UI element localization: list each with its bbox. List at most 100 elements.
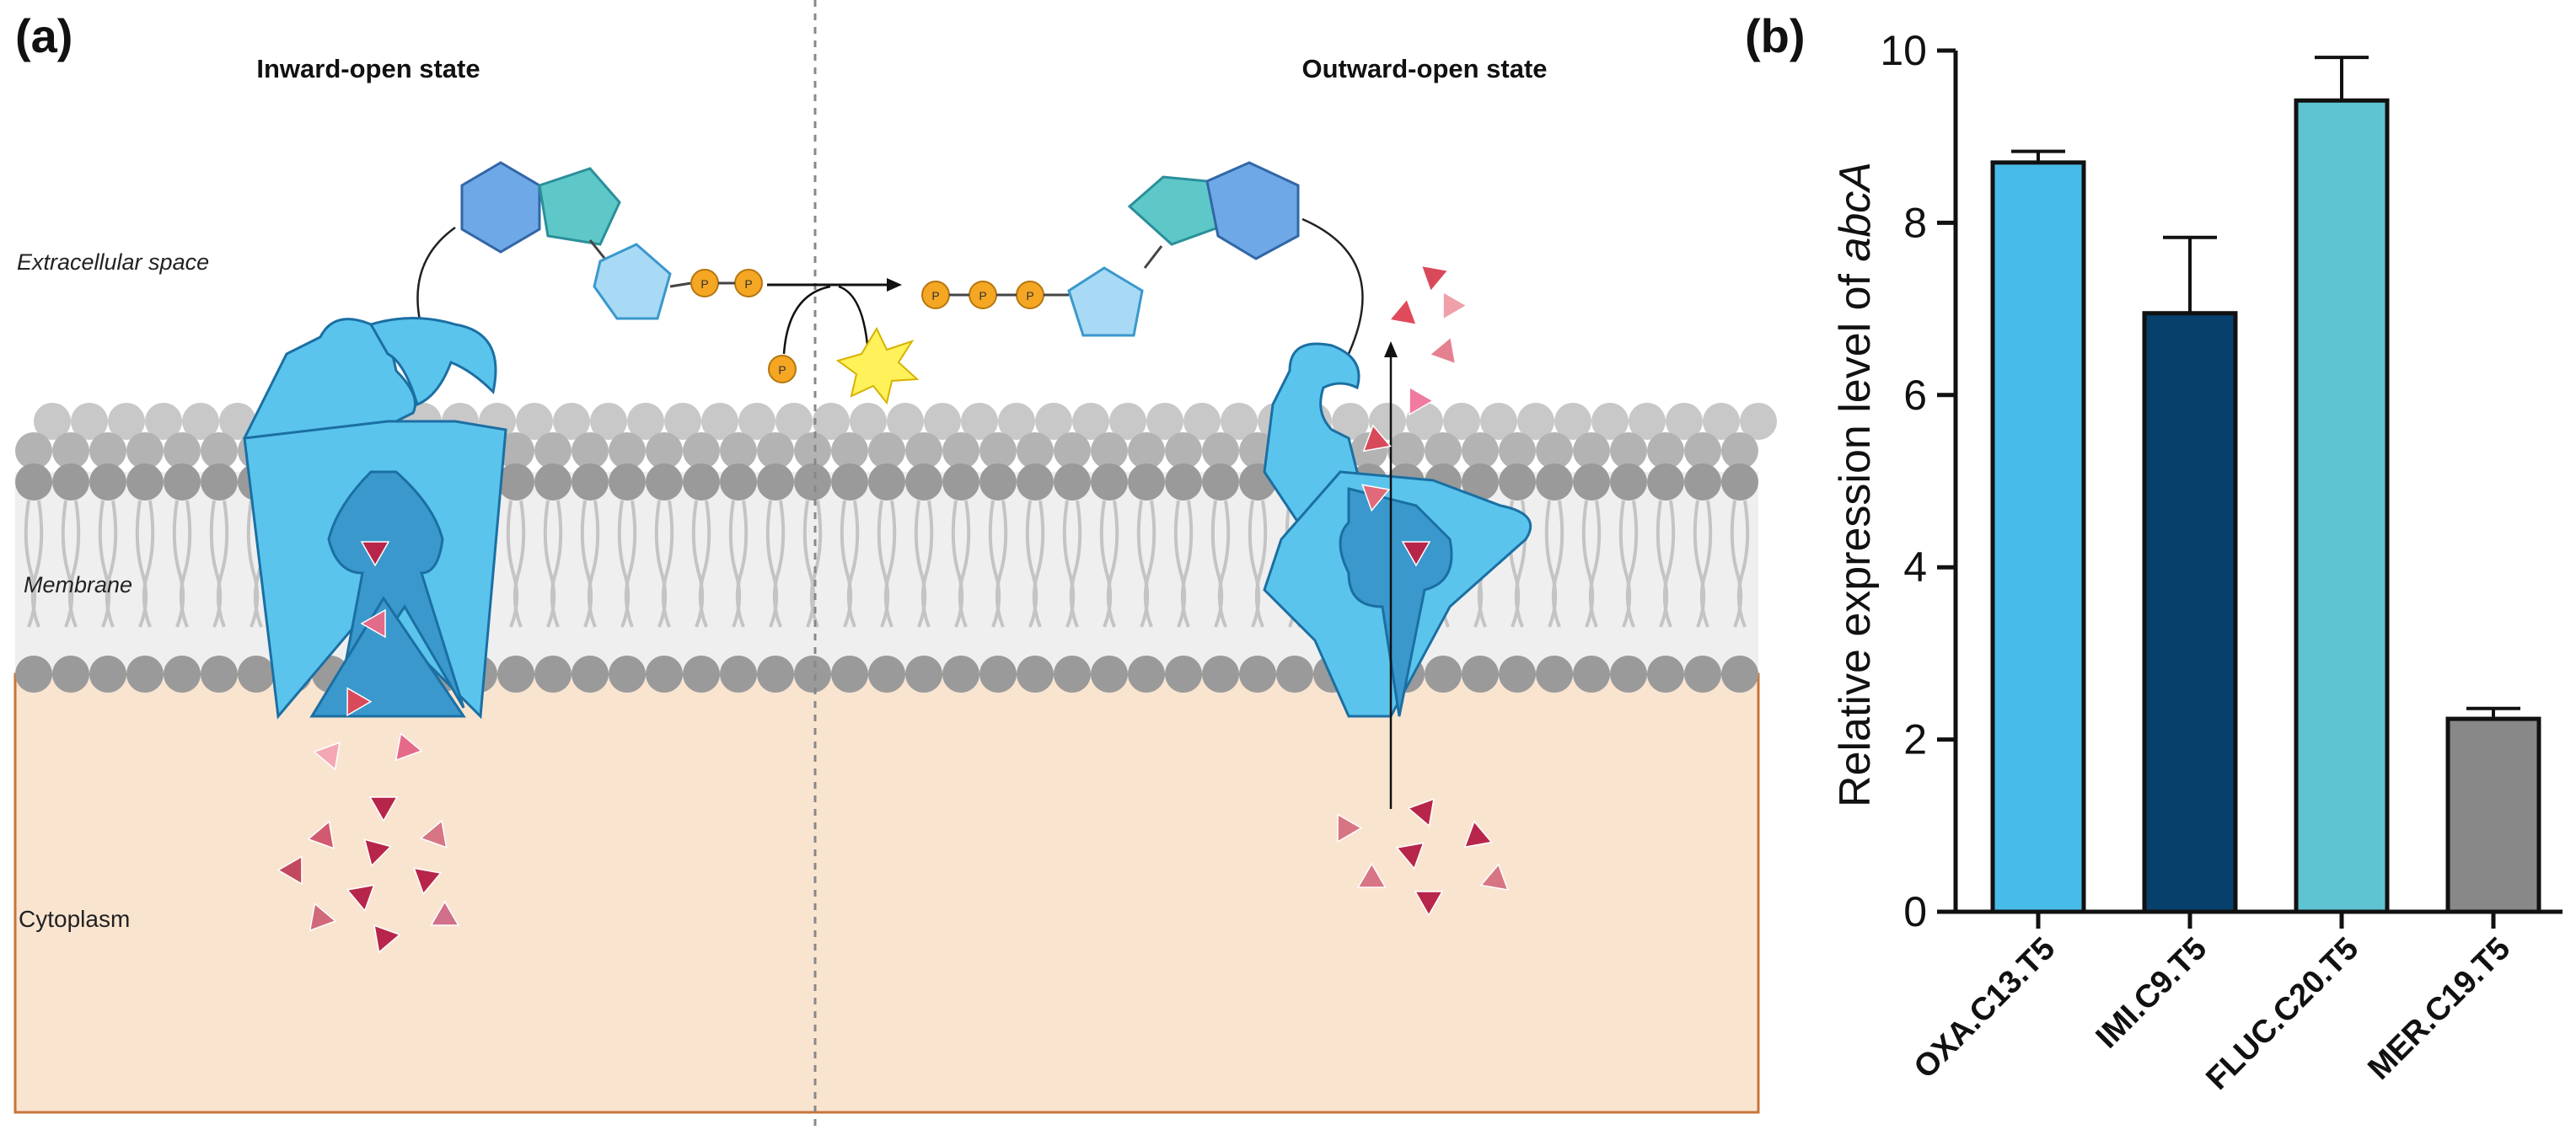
drug-triangle xyxy=(1407,798,1435,827)
drug-triangle xyxy=(413,867,443,896)
lipid-head xyxy=(813,403,850,440)
drug-triangle xyxy=(368,796,399,822)
lipid-head xyxy=(1165,656,1202,693)
lipid-head xyxy=(1035,403,1072,440)
lipid-head xyxy=(720,432,757,469)
lipid-head xyxy=(1054,432,1091,469)
lipid-tail xyxy=(995,500,1008,628)
binding-arrow xyxy=(1301,217,1364,372)
lipid-head xyxy=(924,403,961,440)
lipid-head xyxy=(942,463,979,501)
lipid-head xyxy=(683,432,720,469)
lipid-head xyxy=(1091,656,1128,693)
lipid-head xyxy=(497,432,534,469)
lipid-head xyxy=(516,403,553,440)
y-tick-label: 6 xyxy=(1903,372,1927,419)
lipid-tail xyxy=(1551,500,1564,628)
lipid-head xyxy=(794,463,831,501)
lipid-head xyxy=(1499,432,1536,469)
lipid-head xyxy=(1425,656,1462,693)
lipid-head xyxy=(868,656,905,693)
lipid-head xyxy=(126,432,164,469)
bar-fluc-c20-t5 xyxy=(2294,98,2390,914)
hydrolysis-arrow: P xyxy=(767,278,920,405)
lipid-head xyxy=(1462,463,1499,501)
lipid-head xyxy=(609,463,646,501)
lipid-head xyxy=(1109,403,1146,440)
svg-text:P: P xyxy=(744,277,752,291)
drug-triangle xyxy=(394,732,423,762)
lipid-head xyxy=(1610,432,1647,469)
lipid-head xyxy=(775,403,813,440)
svg-text:P: P xyxy=(778,363,786,377)
lipid-head xyxy=(794,432,831,469)
lipid-head xyxy=(1202,656,1239,693)
drug-triangle xyxy=(1401,541,1431,567)
drug-triangle xyxy=(1428,335,1457,365)
lipid-head xyxy=(1462,656,1499,693)
lipid-head xyxy=(1517,403,1554,440)
drug-triangle xyxy=(419,819,448,849)
lipid-head xyxy=(1536,463,1573,501)
drug-triangle xyxy=(1356,862,1387,888)
lipid-head xyxy=(15,432,52,469)
lipid-head xyxy=(1128,656,1165,693)
lipid-tail xyxy=(1699,500,1713,628)
lipid-head xyxy=(1183,403,1221,440)
lipid-head xyxy=(52,463,89,501)
lipid-head xyxy=(1369,403,1406,440)
lipid-head xyxy=(1054,656,1091,693)
lipid-head xyxy=(497,656,534,693)
lipid-head xyxy=(887,403,924,440)
lipid-tail xyxy=(846,500,860,628)
lipid-head xyxy=(1091,432,1128,469)
lipid-tail xyxy=(624,500,637,628)
lipid-head xyxy=(1591,403,1629,440)
lipid-head xyxy=(683,656,720,693)
lipid-tail xyxy=(513,500,526,628)
atp-molecule: P P xyxy=(460,161,763,320)
lipid-head xyxy=(182,403,219,440)
lipid-head xyxy=(1573,432,1610,469)
lipid-head xyxy=(1684,463,1721,501)
lipid-head xyxy=(1017,463,1054,501)
lipid-head xyxy=(831,432,868,469)
panel-a-letter: (a) xyxy=(15,9,72,62)
y-tick-label: 8 xyxy=(1903,199,1927,246)
lipid-head xyxy=(1536,656,1573,693)
drug-triangle xyxy=(1395,842,1425,870)
lipid-head xyxy=(126,463,164,501)
lipid-head xyxy=(1721,463,1758,501)
lipid-head xyxy=(627,403,664,440)
lipid-tail xyxy=(1736,500,1750,628)
lipid-head xyxy=(979,432,1017,469)
lipid-head xyxy=(164,463,201,501)
lipid-head xyxy=(794,656,831,693)
lipid-tail xyxy=(1106,500,1119,628)
lipid-head xyxy=(1202,432,1239,469)
lipid-head xyxy=(52,656,89,693)
lipid-head xyxy=(1703,403,1740,440)
y-tick-label: 2 xyxy=(1903,716,1927,763)
lipid-head xyxy=(683,463,720,501)
drug-triangle xyxy=(1337,813,1363,843)
lipid-head xyxy=(572,463,609,501)
svg-text:P: P xyxy=(1026,289,1033,303)
lipid-head xyxy=(979,463,1017,501)
lipid-head xyxy=(534,656,572,693)
lipid-head xyxy=(868,432,905,469)
drug-triangle xyxy=(276,855,303,886)
lipid-head xyxy=(868,463,905,501)
lipid-head xyxy=(201,656,238,693)
lipid-head xyxy=(1573,656,1610,693)
drug-triangle xyxy=(313,742,341,771)
chart-bars xyxy=(1990,56,2541,914)
lipid-head xyxy=(238,656,275,693)
lipid-head xyxy=(905,463,942,501)
lipid-head xyxy=(738,403,775,440)
lipid-head xyxy=(1499,656,1536,693)
drug-triangle xyxy=(360,541,390,567)
lipid-head xyxy=(1239,656,1276,693)
lipid-head xyxy=(942,432,979,469)
lipid-head xyxy=(89,463,126,501)
